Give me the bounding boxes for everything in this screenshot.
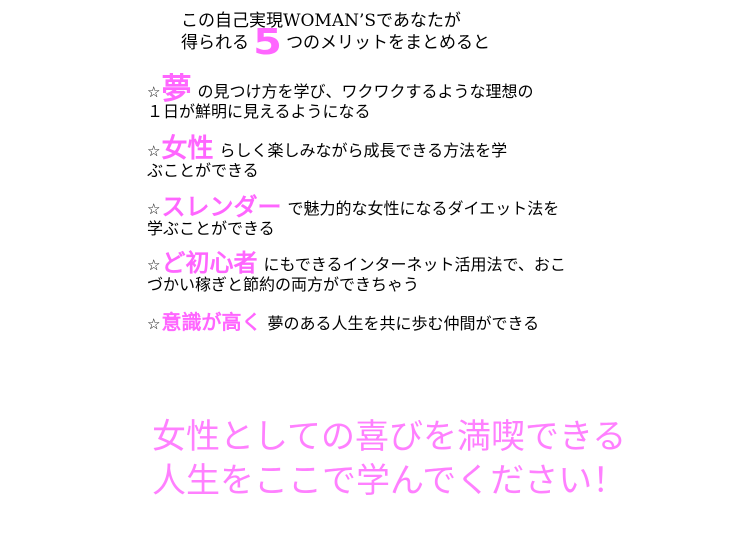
merit-line-2: １日が鮮明に見えるようになる [147, 102, 371, 121]
merit-line-1: ☆意識が高く夢のある人生を共に歩む仲間ができる [147, 312, 539, 334]
star-icon: ☆ [147, 200, 161, 218]
merit-line-2: 学ぶことができる [147, 219, 275, 238]
merit-line-1: ☆女性らしく楽しみながら成長できる方法を学 [147, 134, 508, 164]
closing-message: 女性としての喜びを満喫できる 人生をここで学んでください！ [152, 415, 626, 503]
merit-text: の見つけ方を学び、ワクワクするような理想の [197, 82, 534, 101]
merit-item-beginner: ☆ど初心者にもできるインターネット活用法で、おこ づかい稼ぎと節約の両方ができち… [147, 249, 566, 295]
merit-keyword: ど初心者 [161, 249, 258, 277]
merit-keyword: 女性 [161, 134, 214, 164]
merit-text: らしく楽しみながら成長できる方法を学 [219, 141, 508, 160]
merit-text: 夢のある人生を共に歩む仲間ができる [267, 314, 540, 333]
merit-text: にもできるインターネット活用法で、おこ [263, 255, 566, 274]
merit-line-2: づかい稼ぎと節約の両方ができちゃう [147, 275, 420, 294]
merit-line-2: ぶことができる [147, 161, 259, 180]
merit-item-companions: ☆意識が高く夢のある人生を共に歩む仲間ができる [147, 312, 539, 334]
merit-count-number: 5 [253, 22, 282, 63]
merit-text: で魅力的な女性になるダイエット法を [287, 199, 560, 218]
intro-line-2-before: 得られる [181, 33, 249, 53]
merit-line-1: ☆夢の見つけ方を学び、ワクワクするような理想の [147, 72, 534, 107]
merit-line-1: ☆スレンダーで魅力的な女性になるダイエット法を [147, 193, 560, 221]
star-icon: ☆ [147, 83, 161, 101]
merit-item-femininity: ☆女性らしく楽しみながら成長できる方法を学 ぶことができる [147, 134, 508, 181]
star-icon: ☆ [147, 315, 161, 333]
merit-item-dream: ☆夢の見つけ方を学び、ワクワクするような理想の １日が鮮明に見えるようになる [147, 72, 534, 122]
merit-line-1: ☆ど初心者にもできるインターネット活用法で、おこ [147, 249, 566, 277]
star-icon: ☆ [147, 256, 161, 274]
merit-keyword: 意識が高く [161, 310, 262, 334]
merit-keyword: 夢 [161, 72, 192, 107]
closing-line-1: 女性としての喜びを満喫できる [152, 417, 627, 457]
star-icon: ☆ [147, 142, 161, 160]
merit-keyword: スレンダー [161, 193, 282, 221]
intro-line-2-after: つのメリットをまとめると [286, 33, 491, 53]
merit-item-slender: ☆スレンダーで魅力的な女性になるダイエット法を 学ぶことができる [147, 193, 560, 239]
intro-line-1: この自己実現WOMAN’Sであなたが [181, 11, 461, 31]
closing-line-2: 人生をここで学んでください！ [152, 461, 627, 501]
